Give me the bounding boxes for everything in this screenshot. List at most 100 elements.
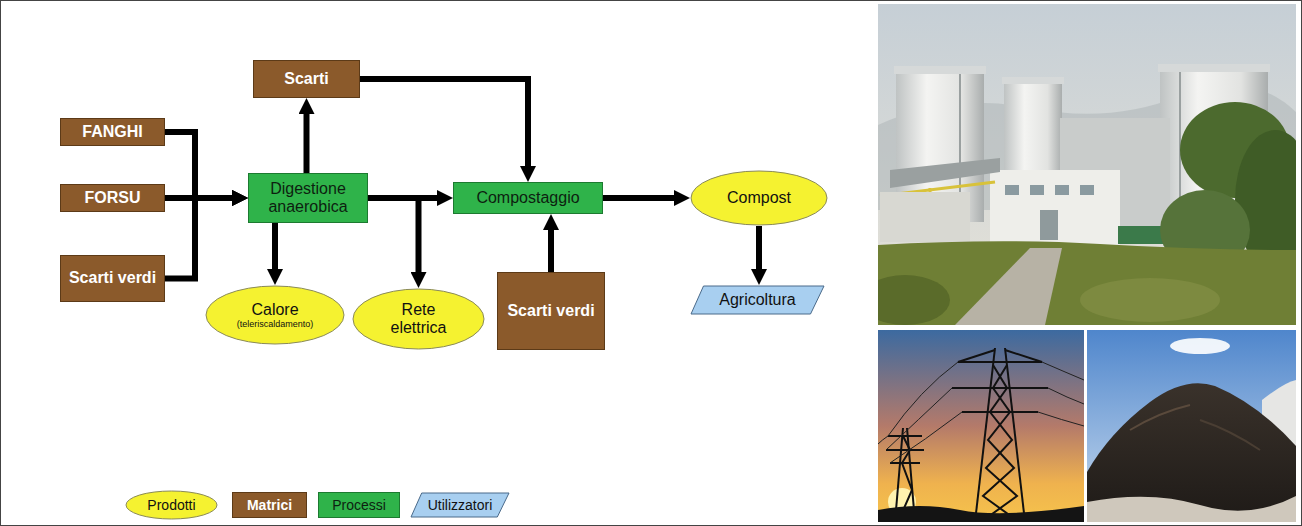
plant-photo-part	[1080, 185, 1094, 195]
shape-outline	[249, 174, 368, 223]
legend-label: Prodotti	[140, 497, 203, 513]
node-label: FORSU	[66, 189, 159, 207]
node-label: Calore	[227, 301, 324, 319]
shape-outline	[61, 256, 165, 302]
power-line-photo-part-part	[983, 365, 1019, 522]
matrix-box: Scarti	[253, 60, 360, 98]
power-line-photo-part-part	[1038, 412, 1084, 426]
flow-arrow	[360, 79, 528, 166]
power-line-photo-part	[878, 506, 1084, 522]
node-label: Agricoltura	[711, 291, 804, 309]
shape-outline	[691, 171, 827, 225]
flow-arrow	[368, 198, 419, 272]
power-line-photo-part-part	[1042, 362, 1084, 380]
plant-photo-part	[880, 192, 970, 242]
legend-label: Utilizzatori	[426, 497, 494, 513]
power-line-photo-part-part	[878, 436, 888, 444]
legend-label: Processi	[324, 497, 394, 513]
process-box: Compostaggio	[453, 182, 603, 214]
legend-item: Prodotti	[125, 490, 218, 520]
power-line-photo-part-part	[888, 435, 922, 437]
plant-photo-part	[894, 66, 986, 74]
compost-photo-part	[1087, 383, 1296, 522]
node-content: FANGHI	[66, 123, 159, 141]
plant-photo-part	[1055, 185, 1069, 195]
plant-photo-part	[1080, 278, 1220, 322]
power-line-photo-part	[886, 348, 1048, 522]
node-content: Scarti	[259, 70, 354, 88]
matrix-box: FANGHI	[60, 118, 165, 146]
flow-arrow	[272, 223, 278, 269]
shape-outline	[254, 61, 360, 98]
power-line-photo-part	[878, 330, 1084, 522]
shape-outline	[61, 185, 165, 212]
node-content: Compostaggio	[459, 189, 597, 207]
node-label: Digestione anaerobica	[254, 180, 362, 217]
plant-photo-part	[1158, 64, 1270, 72]
plant-photo-part	[990, 170, 1120, 245]
power-line-photo-part	[878, 362, 1084, 463]
plant-photo-part	[1005, 185, 1019, 195]
node-label: FANGHI	[66, 123, 159, 141]
node-content: Digestione anaerobica	[254, 180, 362, 217]
legend-content: Utilizzatori	[426, 497, 494, 513]
shape-outline	[61, 119, 165, 146]
power-line-photo-part-part	[962, 411, 1038, 413]
shape-outline	[691, 286, 824, 314]
node-content: Calore(teleriscaldamento)	[227, 301, 324, 330]
matrix-box: FORSU	[60, 184, 165, 212]
user-parallelogram: Agricoltura	[690, 285, 825, 315]
node-sublabel: (teleriscaldamento)	[227, 319, 324, 329]
node-label: Compost	[711, 189, 806, 207]
plant-photo-part	[1040, 210, 1058, 240]
shape-outline	[206, 286, 344, 344]
product-ellipse: Compost	[690, 170, 828, 226]
legend-item: Processi	[318, 492, 400, 518]
flow-arrow	[756, 226, 762, 269]
matrix-box: Scarti verdi	[60, 255, 165, 302]
legend-swatch	[233, 493, 307, 518]
plant-photo	[878, 4, 1296, 325]
legend-item: Matrici	[232, 492, 307, 518]
flow-arrow	[165, 132, 232, 198]
plant-photo-part	[878, 4, 1296, 325]
shape-outline	[454, 183, 603, 214]
power-line-photo-part-part	[886, 388, 952, 450]
shape-outline	[353, 289, 484, 349]
power-line-photo-part-part	[958, 350, 995, 362]
node-content: Agricoltura	[711, 291, 804, 309]
plant-photo-part	[955, 248, 1062, 325]
plant-photo-part	[878, 275, 950, 325]
node-content: Scarti verdi	[503, 302, 599, 320]
legend-content: Prodotti	[140, 497, 203, 513]
legend-content: Matrici	[238, 497, 301, 513]
compost-photo-part	[1130, 405, 1190, 430]
compost-photo-part	[1170, 338, 1230, 354]
legend-swatch	[411, 493, 509, 517]
process-box: Digestione anaerobica	[248, 173, 368, 223]
power-line-photo	[878, 330, 1084, 522]
power-line-photo-part-part	[1048, 388, 1084, 404]
node-label: Compostaggio	[459, 189, 597, 207]
node-label: Rete elettrica	[373, 301, 465, 338]
power-line-photo-part-part	[890, 412, 962, 463]
legend-swatch	[319, 493, 400, 518]
node-content: Scarti verdi	[66, 269, 159, 287]
shape-outline	[498, 273, 605, 350]
flow-arrow	[165, 198, 232, 279]
node-content: FORSU	[66, 189, 159, 207]
power-line-photo-part-part	[958, 361, 1042, 363]
power-line-photo-part-part	[888, 362, 958, 436]
node-content: Rete elettrica	[373, 301, 465, 338]
node-label: Scarti	[259, 70, 354, 88]
product-ellipse: Calore(teleriscaldamento)	[205, 285, 345, 345]
compost-photo-part	[1087, 330, 1296, 522]
flow-arrow	[304, 114, 310, 173]
node-label: Scarti verdi	[66, 269, 159, 287]
product-ellipse: Rete elettrica	[352, 288, 485, 350]
compost-photo-part	[1200, 420, 1260, 450]
compost-photo	[1087, 330, 1296, 522]
power-line-photo-part-part	[1005, 350, 1042, 362]
